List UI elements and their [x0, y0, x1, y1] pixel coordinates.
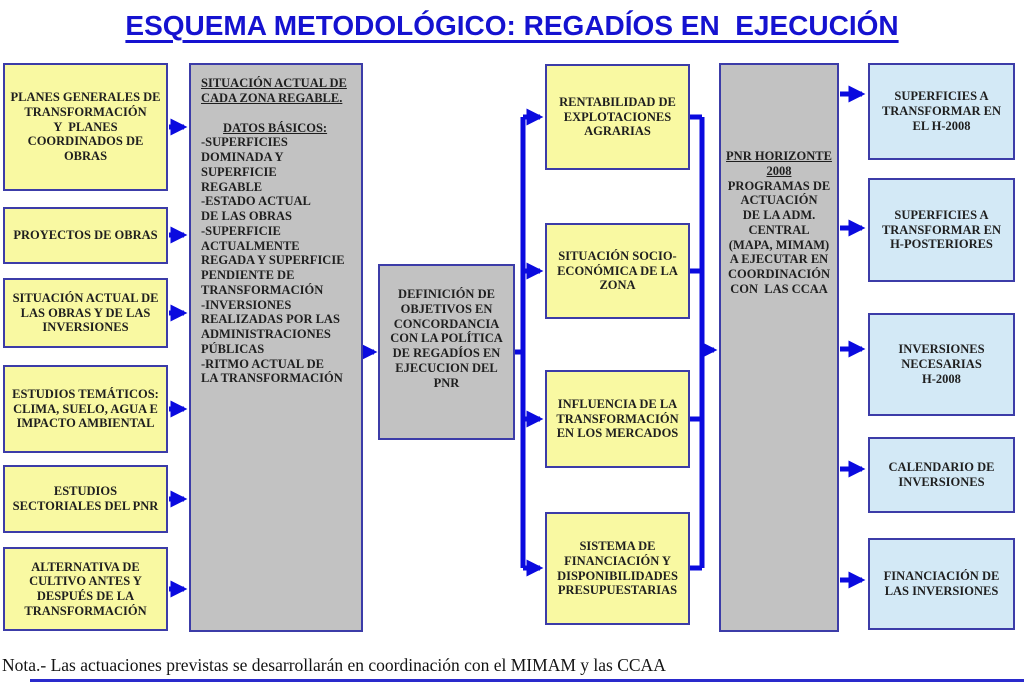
box-label: CALENDARIO DE INVERSIONES [888, 460, 995, 489]
box-label: SUPERFICIES A TRANSFORMAR EN EL H-2008 [881, 89, 1002, 133]
box-label: PLANES GENERALES DE TRANSFORMACIÓN Y PLA… [10, 90, 161, 164]
box-label: SUPERFICIES A TRANSFORMAR EN H-POSTERIOR… [881, 207, 1002, 252]
box-label: ALTERNATIVA DE CULTIVO ANTES Y DESPUÉS D… [24, 559, 147, 618]
flow-box-planes-generales: PLANES GENERALES DE TRANSFORMACIÓN Y PLA… [3, 63, 168, 191]
flow-box-alternativa-cultivo: ALTERNATIVA DE CULTIVO ANTES Y DESPUÉS D… [3, 547, 168, 631]
zone-box-item: -INVERSIONES REALIZADAS POR LAS ADMINIST… [201, 297, 340, 356]
zone-box-item: -SUPERFICIES DOMINADA Y SUPERFICIE REGAB… [201, 135, 288, 194]
flow-box-inversiones-necesarias: INVERSIONES NECESARIAS H-2008 [868, 313, 1015, 416]
flow-box-proyectos-obras: PROYECTOS DE OBRAS [3, 207, 168, 264]
zone-box-heading: SITUACIÓN ACTUAL DE CADA ZONA REGABLE. [201, 76, 347, 105]
box-label: SISTEMA DE FINANCIACIÓN Y DISPONIBILIDAD… [557, 539, 678, 598]
box-label: ESTUDIOS TEMÁTICOS: CLIMA, SUELO, AGUA E… [12, 386, 159, 431]
flow-box-estudios-tematicos: ESTUDIOS TEMÁTICOS: CLIMA, SUELO, AGUA E… [3, 365, 168, 453]
box-label: SITUACIÓN ACTUAL DE LAS OBRAS Y DE LAS I… [12, 290, 159, 335]
box-label: FINANCIACIÓN DE LAS INVERSIONES [883, 569, 1000, 598]
footnote: Nota.- Las actuaciones previstas se desa… [2, 655, 666, 675]
box-label: SITUACIÓN SOCIO- ECONÓMICA DE LA ZONA [557, 248, 678, 293]
zone-box-item: -ESTADO ACTUAL DE LAS OBRAS [201, 194, 311, 223]
pnr-box-body: PROGRAMAS DE ACTUACIÓN DE LA ADM. CENTRA… [727, 178, 831, 296]
page-title: ESQUEMA METODOLÓGICO: REGADÍOS EN EJECUC… [125, 10, 899, 41]
zone-box-subheading: DATOS BÁSICOS: [223, 120, 328, 135]
box-label: RENTABILIDAD DE EXPLOTACIONES AGRARIAS [559, 94, 676, 139]
zone-box-item: -SUPERFICIE ACTUALMENTE REGADA Y SUPERFI… [201, 223, 345, 297]
bottom-rule [30, 679, 1024, 682]
flow-box-sistema-financiacion: SISTEMA DE FINANCIACIÓN Y DISPONIBILIDAD… [545, 512, 690, 625]
box-label: INVERSIONES NECESARIAS H-2008 [898, 342, 985, 386]
flow-box-calendario-inversiones: CALENDARIO DE INVERSIONES [868, 437, 1015, 513]
box-label: PROYECTOS DE OBRAS [13, 228, 158, 243]
pnr-box-heading: PNR HORIZONTE 2008 [726, 149, 832, 178]
flow-box-estudios-sectoriales: ESTUDIOS SECTORIALES DEL PNR [3, 465, 168, 533]
zone-box-item: -RITMO ACTUAL DE LA TRANSFORMACIÓN [201, 356, 343, 386]
flow-box-pnr-horizonte-2008: PNR HORIZONTE 2008 PROGRAMAS DE ACTUACIÓ… [719, 63, 839, 632]
flow-box-financiacion-inversiones: FINANCIACIÓN DE LAS INVERSIONES [868, 538, 1015, 630]
flow-box-rentabilidad: RENTABILIDAD DE EXPLOTACIONES AGRARIAS [545, 64, 690, 170]
flow-box-superficies-h2008: SUPERFICIES A TRANSFORMAR EN EL H-2008 [868, 63, 1015, 160]
flow-box-superficies-hposteriores: SUPERFICIES A TRANSFORMAR EN H-POSTERIOR… [868, 178, 1015, 282]
flow-box-situacion-socioeconomica: SITUACIÓN SOCIO- ECONÓMICA DE LA ZONA [545, 223, 690, 319]
box-label: DEFINICIÓN DE OBJETIVOS EN CONCORDANCIA … [390, 287, 503, 390]
flow-box-situacion-zona-regable: SITUACIÓN ACTUAL DE CADA ZONA REGABLE. D… [189, 63, 363, 632]
box-label: ESTUDIOS SECTORIALES DEL PNR [12, 484, 159, 513]
flow-box-influencia-mercados: INFLUENCIA DE LA TRANSFORMACIÓN EN LOS M… [545, 370, 690, 468]
box-label: INFLUENCIA DE LA TRANSFORMACIÓN EN LOS M… [556, 396, 679, 441]
flow-box-definicion-objetivos: DEFINICIÓN DE OBJETIVOS EN CONCORDANCIA … [378, 264, 515, 440]
flow-box-situacion-obras: SITUACIÓN ACTUAL DE LAS OBRAS Y DE LAS I… [3, 278, 168, 348]
